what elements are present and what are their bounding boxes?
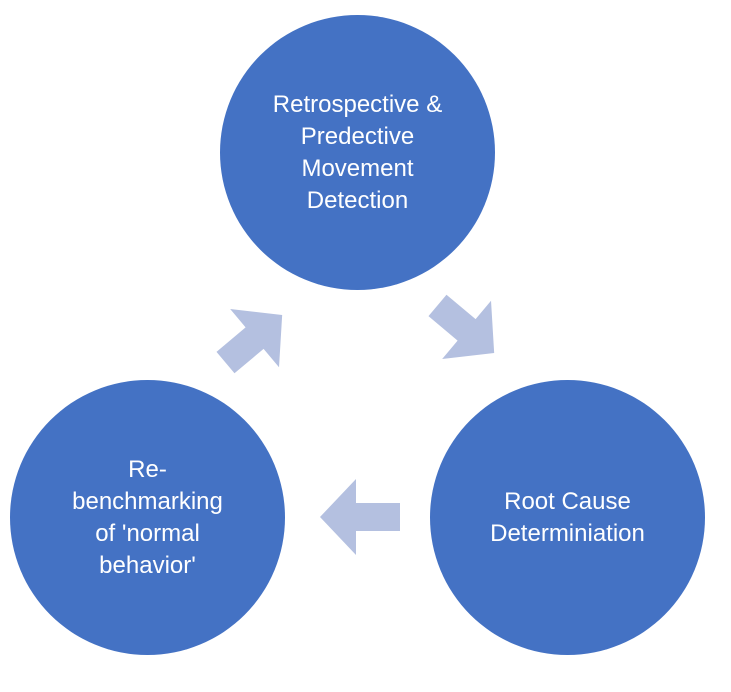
node-label: Root Cause Determiniation [490, 487, 645, 547]
node-label: Retrospective & Predective Movement Dete… [272, 90, 443, 214]
cycle-node-root-cause: Root Cause Determiniation [430, 380, 705, 655]
arrow-right-to-left [320, 479, 400, 555]
arrow-left-to-top [216, 309, 283, 374]
arrow-top-to-right [428, 294, 495, 359]
cycle-node-movement-detection: Retrospective & Predective Movement Dete… [220, 15, 495, 290]
node-label: Re- benchmarking of 'normal behavior' [72, 455, 223, 579]
cycle-node-rebenchmarking: Re- benchmarking of 'normal behavior' [10, 380, 285, 655]
